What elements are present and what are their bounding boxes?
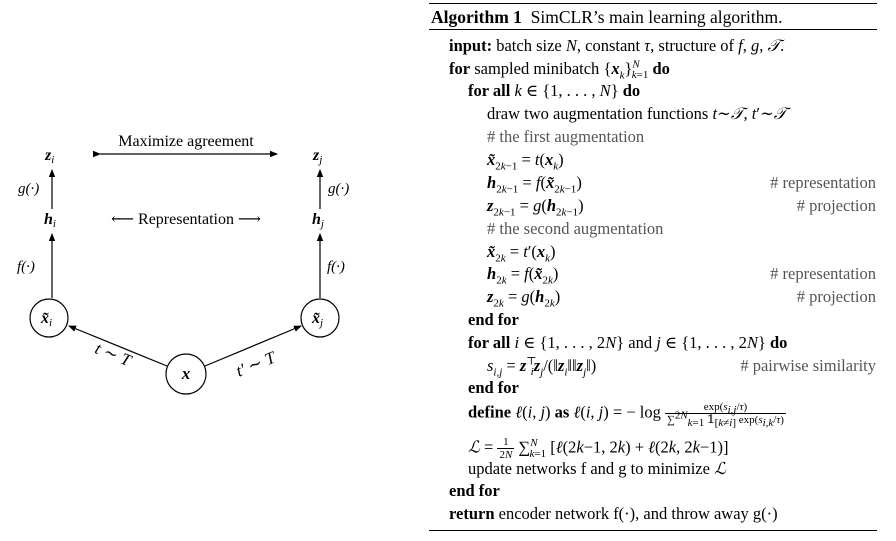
algo-x-tilde-2k: x̃2k = t′(xk): [487, 242, 556, 265]
algo-comment-proj-1: # projection: [796, 196, 876, 215]
algo-define-loss: define ℓ(i, j) as ℓ(i, j) = − log exp(si…: [468, 401, 786, 430]
algo-comment-rep-1: # representation: [770, 173, 876, 192]
algo-for-all-k: for all k ∈ {1, . . . , N} do: [468, 81, 641, 100]
algo-for-minibatch: for sampled minibatch {xk}Nk=1 do: [449, 58, 670, 82]
algo-draw-aug: draw two augmentation functions t∼𝒯, t′∼…: [487, 104, 787, 123]
aug-left-arrow: [68, 325, 168, 367]
algo-x-tilde-2k-1: x̃2k−1 = t(xk): [487, 150, 564, 173]
representation-label: ⟵ Representation ⟶: [111, 211, 261, 228]
x-node: x: [181, 364, 191, 383]
algo-comment-proj-2: # projection: [796, 287, 876, 306]
t-left-label: t ∼ T: [92, 339, 135, 371]
algo-end-for-outer: end for: [449, 481, 500, 500]
algorithm-caption: Algorithm 1 SimCLR’s main learning algor…: [431, 7, 783, 27]
algo-comment-pair: # pairwise similarity: [740, 356, 876, 375]
algo-end-for-ij: end for: [468, 378, 519, 397]
simclr-diagram: Maximize agreement zi zj g(·) g(·) hi hj…: [17, 133, 349, 395]
maximize-agreement-label: Maximize agreement: [118, 133, 254, 150]
h-j-node: hj: [312, 211, 324, 230]
algo-similarity: si,j = z⊤izj/(‖zi‖‖zj‖): [487, 355, 597, 379]
algo-comment-rep-2: # representation: [770, 264, 876, 283]
algo-z-2k: z2k = g(h2k): [487, 287, 561, 310]
algorithm-box: Algorithm 1 SimCLR’s main learning algor…: [429, 0, 884, 541]
x-circle: [165, 353, 207, 395]
bottom-rule: [429, 530, 877, 531]
g-right-label: g(·): [328, 181, 349, 197]
caption-rule: [429, 29, 877, 30]
aug-right-arrow: [204, 325, 302, 367]
top-rule: [429, 3, 877, 4]
algo-return: return encoder network f(·), and throw a…: [449, 504, 778, 523]
algo-input-line: input: batch size N, constant τ, structu…: [449, 36, 785, 55]
algo-h-2k-1: h2k−1 = f(x̃2k−1): [487, 173, 582, 196]
x-tilde-i-circle: [29, 298, 69, 338]
x-tilde-i-node: x̃i: [40, 310, 52, 329]
algo-comment-second: # the second augmentation: [487, 219, 664, 238]
algo-h-2k: h2k = f(x̃2k): [487, 264, 559, 287]
algo-for-all-ij: for all i ∈ {1, . . . , 2N} and j ∈ {1, …: [468, 333, 788, 352]
t-right-label: t' ∼ T: [233, 347, 279, 380]
x-tilde-j-circle: [300, 298, 340, 338]
algo-update: update networks f and g to minimize ℒ: [468, 459, 726, 478]
f-left-label: f(·): [17, 259, 35, 275]
z-j-node: zj: [312, 147, 322, 166]
algo-comment-first: # the first augmentation: [487, 127, 645, 146]
g-left-label: g(·): [18, 181, 39, 197]
algo-z-2k-1: z2k−1 = g(h2k−1): [487, 196, 584, 219]
f-right-label: f(·): [327, 259, 345, 275]
x-tilde-j-node: x̃j: [311, 310, 323, 329]
z-i-node: zi: [44, 147, 54, 166]
h-i-node: hi: [44, 211, 56, 230]
algo-end-for-inner: end for: [468, 310, 519, 329]
